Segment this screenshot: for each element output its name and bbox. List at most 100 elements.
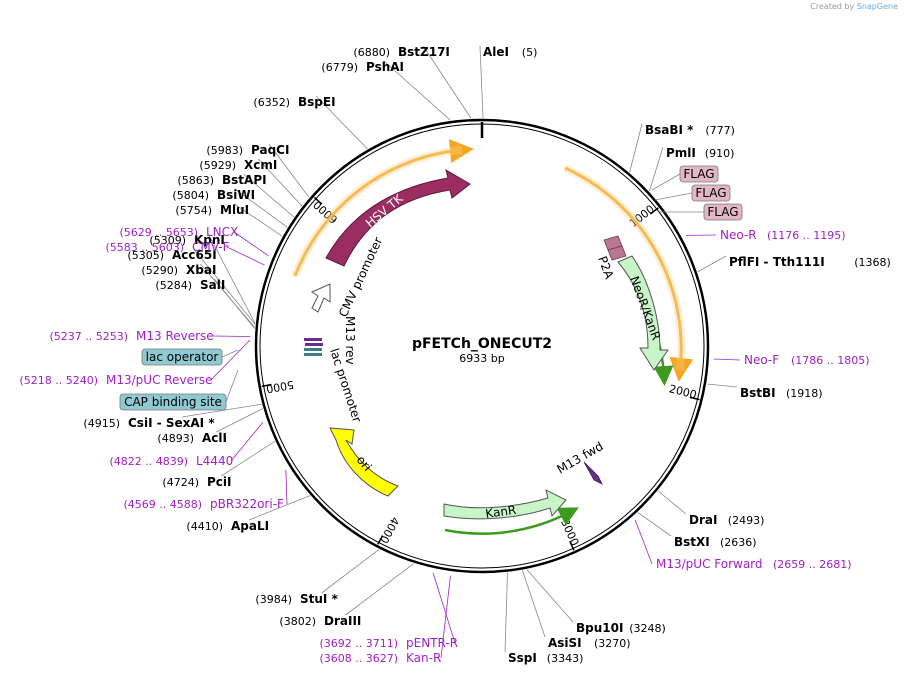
feature-leader (654, 192, 693, 201)
feature-box (141, 348, 223, 366)
primer-leader (634, 519, 653, 565)
plasmid-name: pFETCh_ONECUT2 (412, 336, 552, 352)
tick-3000 (569, 540, 575, 551)
orf-arc-left-shadow (291, 146, 463, 278)
feature-box-label: FLAG (683, 167, 714, 181)
primer-name: Neo-R (720, 228, 757, 242)
enzyme-position: (4410) (186, 520, 223, 533)
enzyme-name: MluI (220, 203, 249, 217)
site-labels: AleI(5)BsaBI *(777)PmlI(910)PflFI - Tth1… (19, 45, 890, 665)
enzyme-leader (258, 158, 303, 207)
enzyme-leader (221, 440, 276, 477)
enzyme-leader (200, 263, 256, 328)
enzyme-name: PaqCI (251, 143, 289, 157)
feature-box (703, 203, 743, 221)
primer-leader (432, 572, 456, 644)
primer-range: (2659 .. 2681) (773, 558, 852, 571)
tick-4000 (377, 535, 384, 545)
primer-range: (3608 .. 3627) (319, 652, 398, 665)
watermark-prefix: Created by (810, 2, 855, 11)
enzyme-leader (522, 570, 546, 638)
enzyme-position: (3248) (629, 622, 666, 635)
enzyme-leader (504, 572, 508, 653)
enzyme-position: (4724) (162, 476, 199, 489)
enzyme-name: BsaBI * (645, 123, 694, 137)
primer-name: CMV-F (192, 240, 230, 254)
enzyme-name: BstZ17I (398, 45, 450, 59)
primer-range: (1786 .. 1805) (791, 354, 870, 367)
enzyme-position: (5284) (155, 279, 192, 292)
primer-range: (5629 .. 5653) (119, 226, 198, 239)
enzyme-name: AleI (483, 45, 509, 59)
enzyme-name: Bpu10I (576, 621, 623, 635)
enzyme-name: PmlI (666, 146, 696, 160)
enzyme-position: (1918) (786, 387, 823, 400)
tick-label-4000: 4000 (377, 515, 402, 546)
primer-name: Kan-R (406, 651, 441, 665)
primer-leader (210, 339, 251, 381)
primer-range: (3692 .. 3711) (319, 637, 398, 650)
enzyme-position: (5) (522, 46, 538, 59)
enzyme-name: SspI (508, 651, 537, 665)
enzyme-position: (777) (705, 124, 735, 137)
primer-name: pENTR-R (406, 636, 458, 650)
tick-5000 (261, 383, 272, 388)
kanr-feature (443, 489, 567, 520)
enzyme-leader (234, 203, 283, 237)
enzyme-name: AsiSI (548, 636, 582, 650)
enzyme-name: CsiI - SexAI * (128, 416, 215, 430)
enzyme-leader (243, 173, 295, 218)
enzyme-position: (5863) (177, 174, 214, 187)
enzyme-name: BstXI (674, 535, 710, 549)
primer-name: M13/pUC Reverse (106, 373, 213, 387)
enzyme-name: AclI (202, 431, 227, 445)
enzyme-leader (629, 123, 643, 173)
feature-box-label: lac operator (146, 350, 219, 364)
enzyme-position: (2493) (728, 514, 765, 527)
enzyme-position: (6779) (321, 61, 358, 74)
feature-box-label: FLAG (707, 205, 738, 219)
enzyme-position: (5804) (172, 189, 209, 202)
tick-label-5000: 5000 (265, 378, 295, 396)
m13-rev-label: M13 rev (343, 316, 357, 365)
enzyme-leader (268, 143, 310, 198)
snapgene-watermark: Created by SnapGene (810, 2, 898, 11)
primer-leader (230, 422, 264, 462)
enzyme-name: DraIII (324, 614, 361, 628)
enzyme-leader (657, 490, 687, 515)
primer-leader (226, 246, 265, 266)
enzyme-leader (345, 563, 414, 616)
enzyme-leader (479, 45, 484, 119)
enzyme-leader (321, 549, 380, 594)
enzyme-name: ApaLI (231, 519, 269, 533)
primer-range: (5583 .. 5603) (105, 241, 184, 254)
enzyme-leader (706, 383, 738, 388)
enzyme-leader (315, 95, 368, 150)
primer-name: LNCX (206, 225, 238, 239)
enzyme-name: XcmI (244, 158, 277, 172)
primer-name: M13/pUC Forward (656, 557, 763, 571)
enzyme-position: (910) (705, 147, 735, 160)
feature-box (691, 184, 731, 202)
orf-arc-right (564, 166, 694, 382)
enzyme-position: (4915) (83, 417, 120, 430)
cmv-promoter-feature (310, 283, 331, 313)
m13-rev-feature (304, 338, 323, 356)
p2a-feature (603, 235, 627, 261)
enzyme-name: Acc65I (172, 248, 217, 262)
enzyme-leader (216, 408, 263, 433)
primer-range: (4822 .. 4839) (109, 455, 188, 468)
feature-box-label: CAP binding site (124, 395, 222, 409)
feature-box (679, 165, 719, 183)
primer-name: pBR322ori-F (210, 497, 284, 511)
enzyme-leader (637, 512, 672, 537)
enzyme-name: KpnI (194, 233, 225, 247)
enzyme-position: (5290) (141, 264, 178, 277)
feature-box (119, 393, 227, 411)
primer-range: (5218 .. 5240) (19, 374, 98, 387)
label-leader-lines (181, 45, 741, 659)
enzyme-leader (193, 248, 256, 325)
enzyme-position: (5309) (149, 234, 186, 247)
primer-leader (440, 575, 451, 659)
